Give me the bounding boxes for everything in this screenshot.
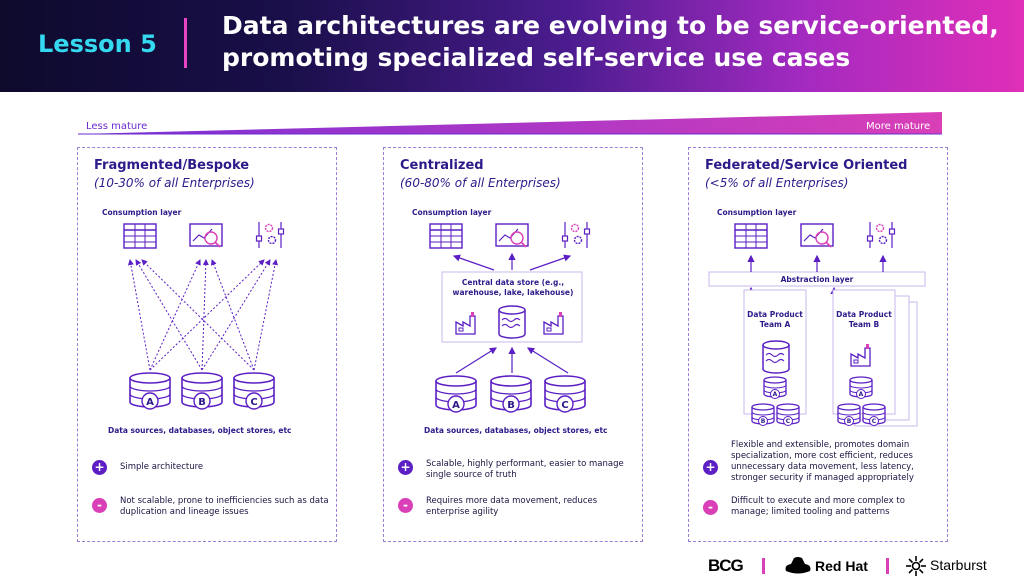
panel-subtitle: (60-80% of all Enterprises)	[400, 176, 561, 190]
con-text: Requires more data movement, reduces ent…	[426, 496, 598, 517]
logo-divider	[886, 558, 889, 574]
settings-icon	[255, 221, 285, 249]
federated-diagram: A B C A B C	[708, 221, 926, 427]
consumption-layer-label: Consumption layer	[102, 208, 182, 217]
db-letter-a: A	[452, 400, 460, 411]
fragmented-diagram: A B C	[123, 221, 285, 410]
minus-icon: -	[703, 500, 718, 515]
team-b-line-1: Data Product	[836, 310, 892, 319]
panel-centralized: Centralized (60-80% of all Enterprises) …	[383, 147, 643, 542]
db-letter-c: C	[250, 397, 257, 408]
lesson-label: Lesson 5	[38, 30, 157, 58]
team-b-label: Data Product Team B	[833, 310, 895, 330]
panel-federated: Federated/Service Oriented (<5% of all E…	[688, 147, 948, 542]
plus-icon: +	[398, 460, 413, 475]
redhat-logo: Red Hat	[815, 558, 868, 574]
more-mature-label: More mature	[866, 121, 931, 132]
team-a-line-2: Team A	[759, 320, 791, 329]
central-store-label: Central data store (e.g., warehouse, lak…	[444, 278, 582, 298]
title-line-2: promoting specialized self-service use c…	[222, 43, 851, 72]
table-icon	[123, 223, 157, 249]
starburst-logo: Starburst	[930, 557, 987, 573]
centralized-diagram: A B C	[429, 221, 591, 413]
db-letter-c: C	[786, 418, 791, 425]
db-letter-b: B	[847, 418, 852, 425]
settings-icon	[866, 221, 896, 249]
minus-icon: -	[92, 498, 107, 513]
panel-fragmented: Fragmented/Bespoke (10-30% of all Enterp…	[77, 147, 337, 542]
panel-title: Federated/Service Oriented	[705, 158, 908, 173]
panel-subtitle: (10-30% of all Enterprises)	[94, 176, 255, 190]
panel-subtitle: (<5% of all Enterprises)	[705, 176, 849, 190]
db-letter-b: B	[198, 397, 206, 408]
team-a-label: Data Product Team A	[744, 310, 806, 330]
analytics-icon	[189, 223, 223, 248]
minus-icon: -	[398, 498, 413, 513]
page-title: Data architectures are evolving to be se…	[222, 10, 1002, 74]
con-text: Not scalable, prone to inefficiencies su…	[120, 496, 329, 517]
db-letter-c: C	[872, 418, 877, 425]
starburst-icon	[906, 556, 926, 576]
analytics-icon	[495, 223, 529, 248]
consumption-layer-label: Consumption layer	[717, 208, 797, 217]
team-b-line-2: Team B	[848, 320, 880, 329]
team-a-line-1: Data Product	[747, 310, 803, 319]
panel-title: Fragmented/Bespoke	[94, 158, 250, 173]
db-letter-c: C	[561, 400, 568, 411]
logo-divider	[762, 558, 765, 574]
data-lake-icon	[498, 305, 526, 339]
consumption-layer-label: Consumption layer	[412, 208, 492, 217]
abstraction-layer-label: Abstraction layer	[780, 275, 854, 284]
title-line-1: Data architectures are evolving to be se…	[222, 11, 999, 40]
db-letter-a: A	[859, 391, 864, 398]
less-mature-label: Less mature	[86, 121, 148, 132]
factory-icon	[455, 311, 476, 335]
header-banner: Lesson 5 Data architectures are evolving…	[0, 0, 1024, 92]
redhat-icon	[785, 557, 811, 574]
db-letter-b: B	[507, 400, 515, 411]
table-icon	[429, 223, 463, 249]
con-text: Difficult to execute and more complex to…	[731, 496, 905, 517]
data-sources-label: Data sources, databases, object stores, …	[108, 426, 292, 435]
central-store-line-1: Central data store (e.g.,	[461, 278, 565, 287]
data-lake-icon	[762, 340, 790, 374]
analytics-icon	[800, 223, 834, 248]
table-icon	[734, 223, 768, 249]
panel-title: Centralized	[400, 158, 484, 173]
db-letter-b: B	[761, 418, 766, 425]
data-sources-label: Data sources, databases, object stores, …	[424, 426, 608, 435]
pro-text: Scalable, highly performant, easier to m…	[426, 459, 624, 480]
maturity-wedge	[78, 112, 942, 135]
central-store-line-2: warehouse, lake, lakehouse)	[452, 288, 574, 297]
db-letter-a: A	[146, 397, 154, 408]
settings-icon	[561, 221, 591, 249]
db-letter-a: A	[773, 391, 778, 398]
pro-text: Simple architecture	[120, 462, 204, 472]
plus-icon: +	[92, 460, 107, 475]
plus-icon: +	[703, 460, 718, 475]
bcg-logo: BCG	[708, 556, 744, 575]
factory-icon	[543, 311, 564, 335]
header-divider	[184, 18, 187, 68]
pro-text: Flexible and extensible, promotes domain…	[731, 440, 914, 483]
